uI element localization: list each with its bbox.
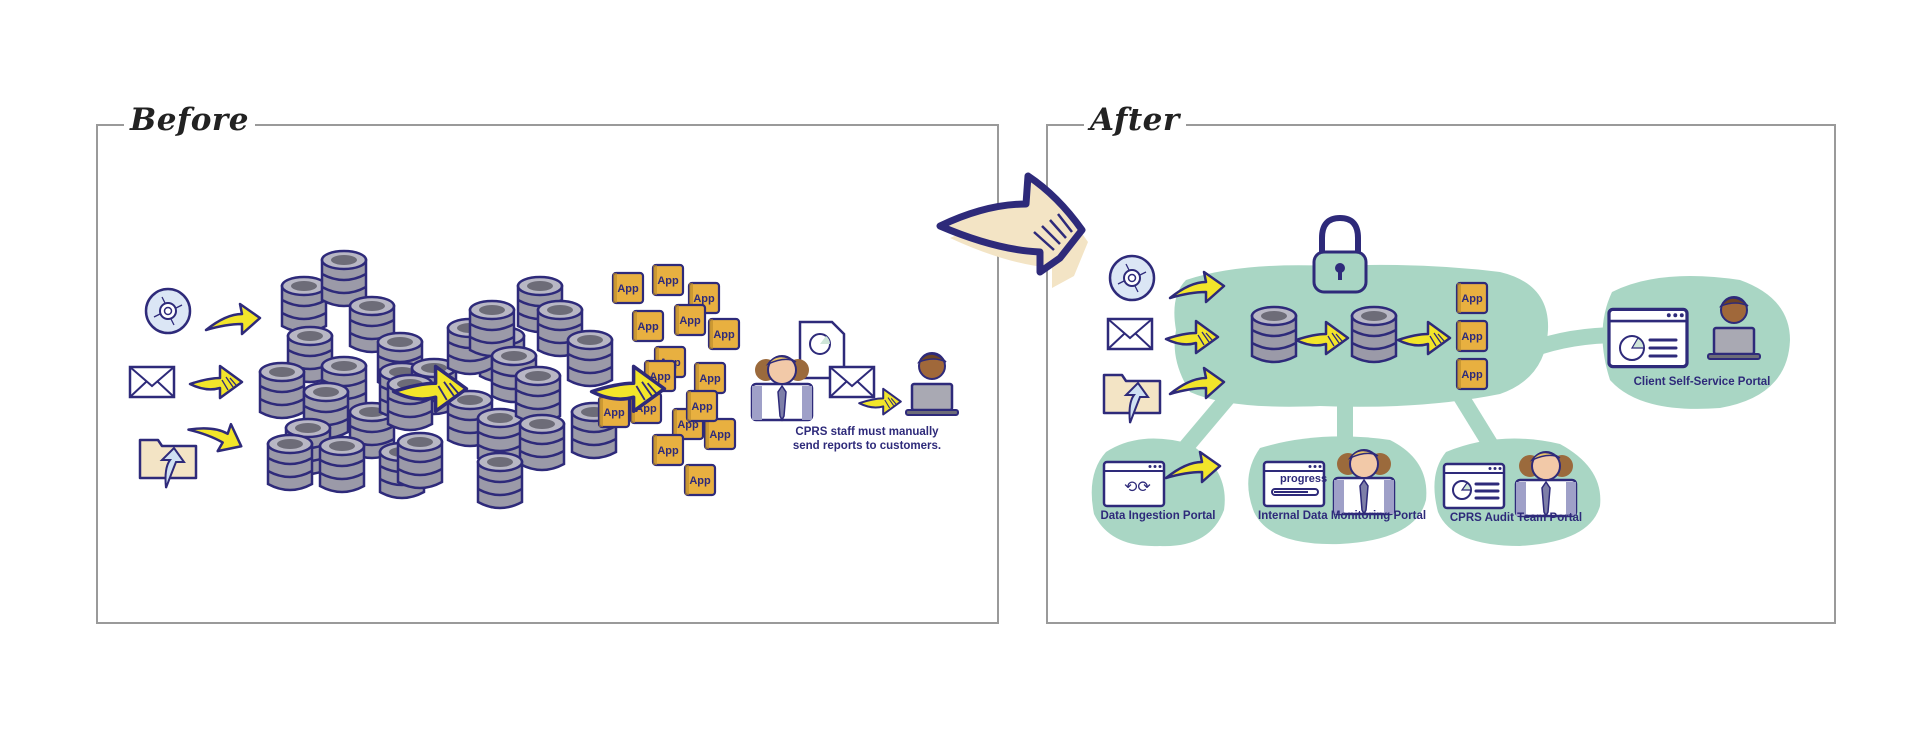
portal-label-data-ingestion: Data Ingestion Portal [1100,510,1216,522]
before-title: Before [124,100,255,140]
before-caption-line-2: send reports to customers. [792,440,942,452]
portal-label-audit-team: CPRS Audit Team Portal [1449,512,1583,524]
before-caption-line-1: CPRS staff must manually [795,426,939,438]
portal-label-internal-monitoring: Internal Data Monitoring Portal [1258,510,1427,522]
after-title: After [1084,100,1186,140]
after-panel: After [1046,100,1836,624]
before-panel: Before [96,100,999,624]
portal-label-client-self-service: Client Self-Service Portal [1633,376,1771,388]
before-caption: CPRS staff must manually send reports to… [782,425,952,453]
